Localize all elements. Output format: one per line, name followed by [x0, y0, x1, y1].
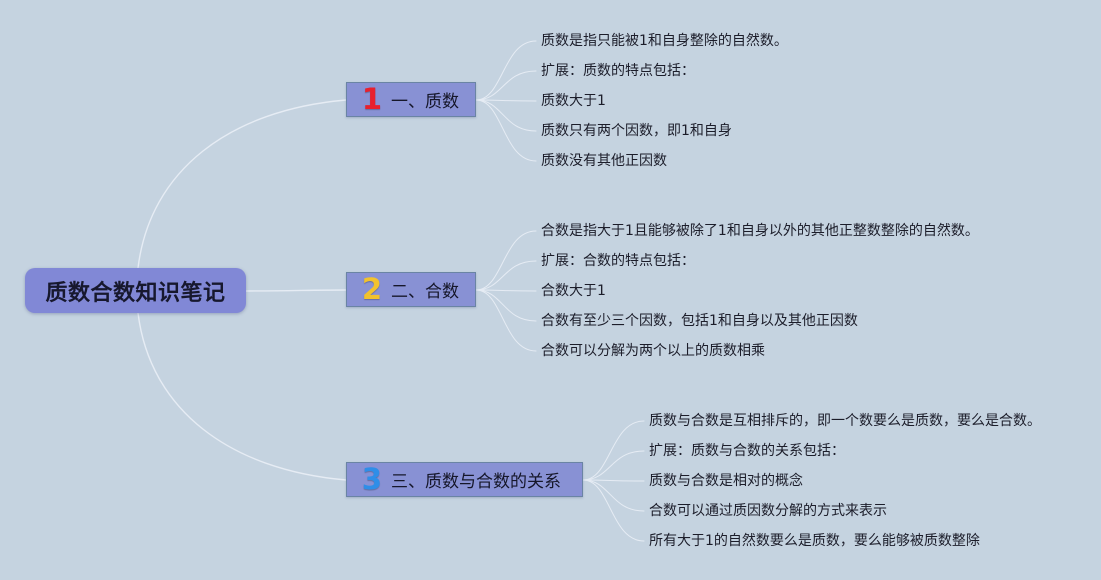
connector-topic3-note3 [582, 479, 645, 482]
note-item[interactable]: 质数是指只能被1和自身整除的自然数。 [541, 33, 788, 49]
note-item[interactable]: 所有大于1的自然数要么是质数，要么能够被质数整除 [649, 533, 980, 549]
connector-topic3-note1 [582, 420, 645, 481]
note-item[interactable]: 扩展：质数与合数的关系包括： [649, 443, 845, 459]
connector-topic3-note4 [582, 479, 645, 512]
note-item[interactable]: 合数可以分解为两个以上的质数相乘 [541, 343, 765, 359]
note-item[interactable]: 质数大于1 [541, 93, 606, 109]
connector-root-topic3 [137, 312, 347, 481]
note-item[interactable]: 合数有至少三个因数，包括1和自身以及其他正因数 [541, 313, 858, 329]
topic-number-badge: 1 [361, 82, 383, 116]
root-node[interactable]: 质数合数知识笔记 [25, 268, 246, 313]
connector-topic1-note3 [475, 99, 537, 102]
note-item[interactable]: 合数是指大于1且能够被除了1和自身以外的其他正整数整除的自然数。 [541, 223, 979, 239]
connector-topic2-note4 [475, 289, 537, 322]
connector-topic1-note1 [475, 40, 537, 101]
topic-number-badge: 2 [361, 272, 383, 306]
root-title: 质数合数知识笔记 [45, 280, 226, 306]
connector-topic2-note2 [475, 260, 537, 291]
connector-topic2-note5 [475, 289, 537, 352]
connector-topic3-note5 [582, 479, 645, 542]
topic-label: 三、质数与合数的关系 [391, 472, 561, 492]
topic-label: 二、合数 [391, 282, 459, 302]
topic-node-relationship[interactable]: 3 三、质数与合数的关系 [346, 462, 583, 497]
connector-topic2-note1 [475, 230, 537, 291]
note-item[interactable]: 合数可以通过质因数分解的方式来表示 [649, 503, 887, 519]
connector-root-topic2 [245, 289, 347, 292]
connector-topic1-note2 [475, 70, 537, 101]
topic-number-badge: 3 [361, 462, 383, 496]
note-item[interactable]: 合数大于1 [541, 283, 606, 299]
note-item[interactable]: 质数与合数是相对的概念 [649, 473, 803, 489]
note-item[interactable]: 质数与合数是互相排斥的，即一个数要么是质数，要么是合数。 [649, 413, 1041, 429]
topic-node-composite[interactable]: 2 二、合数 [346, 272, 476, 307]
note-item[interactable]: 扩展：质数的特点包括： [541, 63, 695, 79]
connector-topic2-note3 [475, 289, 537, 292]
note-item[interactable]: 扩展：合数的特点包括： [541, 253, 695, 269]
note-item[interactable]: 质数只有两个因数，即1和自身 [541, 123, 732, 139]
connector-topic1-note4 [475, 99, 537, 132]
connector-root-topic1 [137, 99, 347, 269]
topic-node-prime[interactable]: 1 一、质数 [346, 82, 476, 117]
connector-topic3-note2 [582, 450, 645, 481]
topic-label: 一、质数 [391, 92, 459, 112]
connector-topic1-note5 [475, 99, 537, 162]
note-item[interactable]: 质数没有其他正因数 [541, 153, 667, 169]
